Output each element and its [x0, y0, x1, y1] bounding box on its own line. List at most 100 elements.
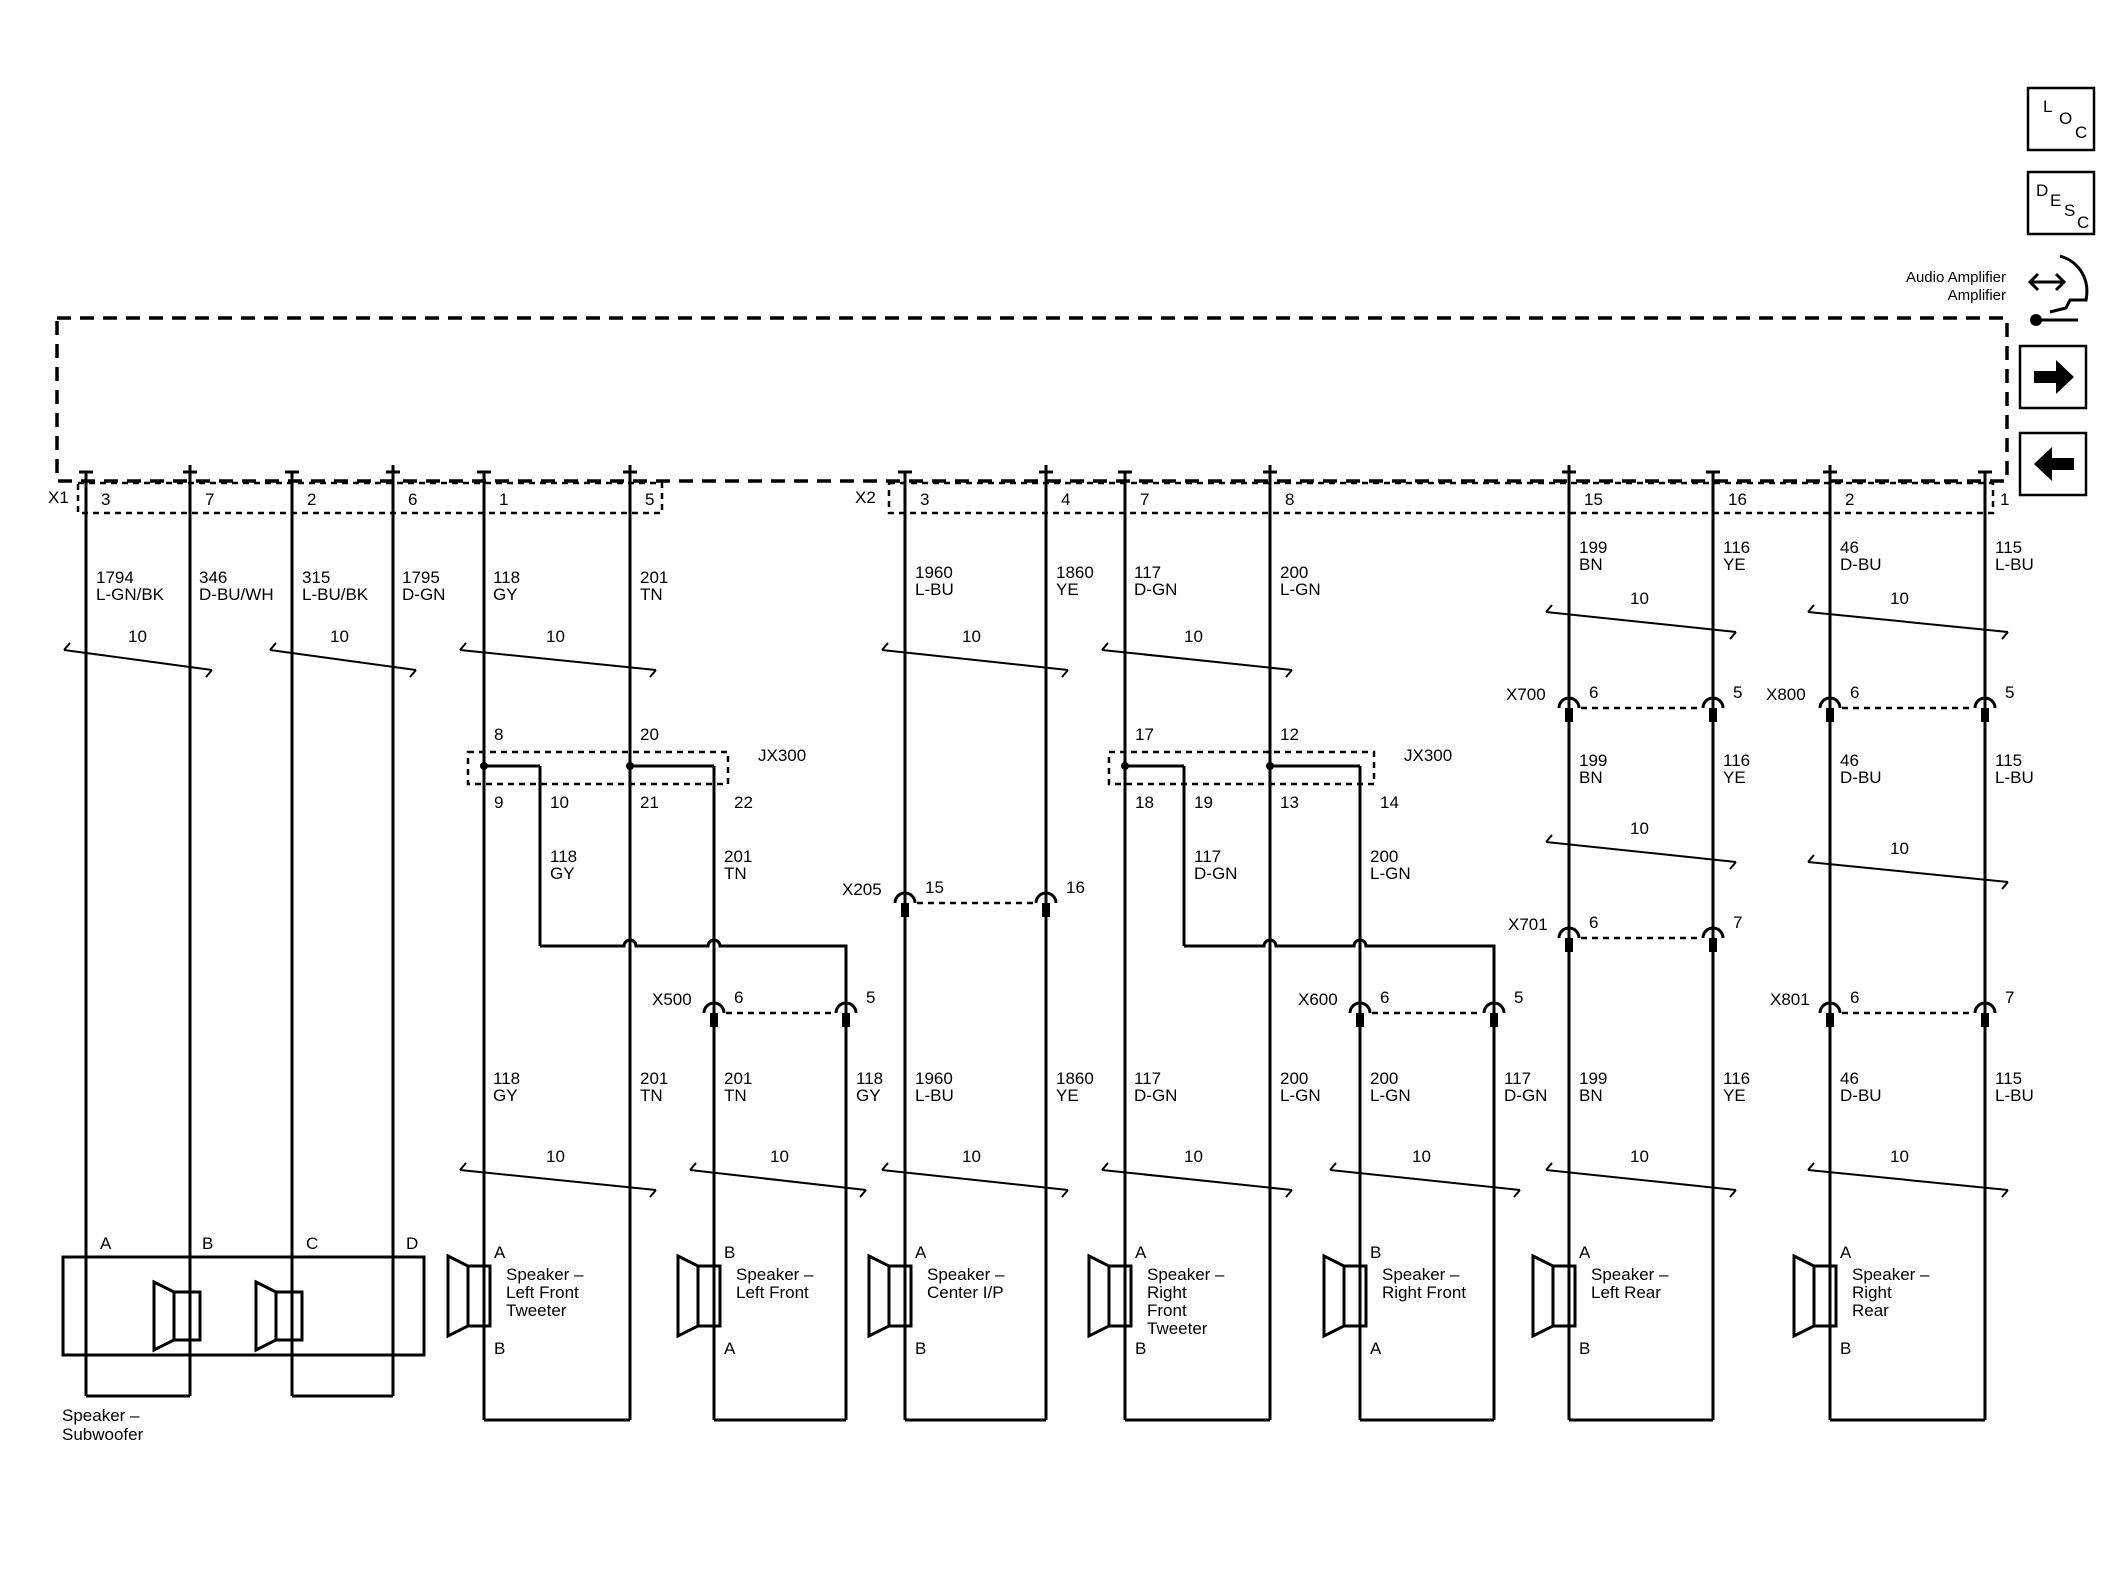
connector-x800-label: X800: [1766, 685, 1806, 704]
wire-circuit-number: 201: [724, 1069, 752, 1088]
twist-mark-tick: [1545, 834, 1553, 843]
twisted-pair-count: 10: [770, 1147, 789, 1166]
connector-x600-terminal: [1482, 1001, 1506, 1014]
connector-x701-pin: [1565, 938, 1573, 952]
x1-pin-number: 5: [645, 490, 654, 509]
speaker-label: Rear: [1852, 1301, 1889, 1320]
splice-pin: 19: [1194, 793, 1213, 812]
speaker-cone: [1322, 1253, 1346, 1339]
twist-mark: [1545, 1169, 1737, 1191]
twist-mark-tick: [1285, 669, 1293, 678]
speaker-pin: B: [1840, 1339, 1851, 1358]
speaker-pin: B: [494, 1339, 505, 1358]
twist-mark-tick: [649, 1189, 657, 1198]
splice-pack-box: [1107, 750, 1376, 786]
speaker-label: Right Front: [1382, 1283, 1466, 1302]
connector-x205-label: X205: [842, 880, 882, 899]
connector-x2-box: [887, 481, 1995, 515]
splice-pack-box: [466, 750, 730, 786]
twisted-pair-count: 10: [546, 1147, 565, 1166]
connector-x500-pin-number: 6: [734, 988, 743, 1007]
twisted-pair-count: 10: [1890, 839, 1909, 858]
splice-pin: 8: [494, 725, 503, 744]
connector-x2-label: X2: [855, 488, 876, 507]
wire-color: D-GN: [402, 585, 445, 604]
audio-amplifier-icon[interactable]: [2027, 254, 2089, 326]
wire-color: D-BU/WH: [199, 585, 274, 604]
speaker-pin: A: [1579, 1243, 1591, 1262]
svg-text:S: S: [2064, 201, 2075, 220]
wire-color: BN: [1579, 768, 1603, 787]
previous-page-button[interactable]: [2018, 431, 2088, 497]
speaker-magnet: [887, 1264, 913, 1328]
connector-x205-terminal: [1034, 891, 1058, 904]
wire-color: L-BU: [915, 1086, 954, 1105]
desc-button[interactable]: D E S C: [2026, 170, 2096, 236]
twist-mark-tick: [1729, 861, 1737, 870]
connector-x801-label: X801: [1770, 990, 1810, 1009]
wire-circuit-number: 116: [1723, 1069, 1750, 1088]
wire-circuit-number: 46: [1840, 1069, 1859, 1088]
connector-x500-pin-number: 5: [866, 988, 875, 1007]
twist-mark-tick: [1061, 669, 1069, 678]
twisted-pair-count: 10: [1412, 1147, 1431, 1166]
wire-color: D-BU: [1840, 1086, 1882, 1105]
speaker-label: Speaker –: [927, 1265, 1005, 1284]
subwoofer-pin: D: [406, 1234, 418, 1253]
next-page-button[interactable]: [2018, 344, 2088, 410]
twisted-pair-count: 10: [1630, 1147, 1649, 1166]
speaker-label: Left Front: [736, 1283, 809, 1302]
wire-circuit-number: 115: [1995, 538, 2022, 557]
wire-color: YE: [1056, 580, 1079, 599]
twist-mark-tick: [1729, 1189, 1737, 1198]
wire-color: YE: [1056, 1086, 1079, 1105]
x2-pin-number: 16: [1728, 490, 1747, 509]
connector-x801-pin: [1981, 1013, 1989, 1027]
x1-pin-number: 6: [408, 490, 417, 509]
twist-mark-tick: [1545, 1162, 1553, 1171]
wire-circuit-number: 116: [1723, 538, 1750, 557]
twist-mark-tick: [459, 642, 467, 651]
subwoofer-driver: [152, 1279, 176, 1353]
twist-mark-tick: [1545, 604, 1553, 613]
subwoofer-driver-magnet: [172, 1290, 202, 1342]
connector-x700-terminal: [1701, 696, 1725, 709]
speaker-magnet: [1812, 1264, 1838, 1328]
twisted-pair-count: 10: [1184, 1147, 1203, 1166]
speaker-label: Speaker –: [506, 1265, 584, 1284]
connector-x500-pin: [710, 1013, 718, 1027]
twisted-pair-count: 10: [1630, 589, 1649, 608]
speaker-pin: B: [724, 1243, 735, 1262]
wire-color: L-GN: [1370, 864, 1411, 883]
splice-pin: 12: [1280, 725, 1299, 744]
wire-color: L-GN: [1280, 1086, 1321, 1105]
wire-circuit-number: 117: [1504, 1069, 1531, 1088]
connector-x700-pin-number: 6: [1589, 683, 1598, 702]
speaker-pin: A: [724, 1339, 736, 1358]
splice-name: JX300: [1404, 746, 1452, 765]
connector-x205-pin-number: 15: [925, 878, 944, 897]
connector-x700-pin: [1565, 708, 1573, 722]
subwoofer-box: [61, 1255, 426, 1357]
twist-mark: [1807, 611, 2009, 633]
twisted-pair-count: 10: [1890, 1147, 1909, 1166]
wire-circuit-number: 315: [302, 568, 330, 587]
wire-color: L-BU: [915, 580, 954, 599]
wire-circuit-number: 200: [1370, 1069, 1398, 1088]
wire-circuit-number: 200: [1370, 847, 1398, 866]
speaker-label: Right: [1147, 1283, 1187, 1302]
wire-circuit-number: 117: [1134, 1069, 1161, 1088]
twist-mark-tick: [689, 1162, 697, 1171]
twist-mark-tick: [1807, 604, 1815, 613]
svg-text:C: C: [2077, 213, 2089, 232]
wire-circuit-number: 199: [1579, 751, 1607, 770]
connector-x205-pin-number: 16: [1066, 878, 1085, 897]
twist-mark-tick: [1807, 1162, 1815, 1171]
loc-button[interactable]: L O C: [2026, 86, 2096, 152]
twist-mark: [63, 649, 213, 671]
x2-pin-number: 3: [920, 490, 929, 509]
connector-x205-terminal: [893, 891, 917, 904]
twist-mark-tick: [649, 669, 657, 678]
speaker-cone: [446, 1253, 470, 1339]
